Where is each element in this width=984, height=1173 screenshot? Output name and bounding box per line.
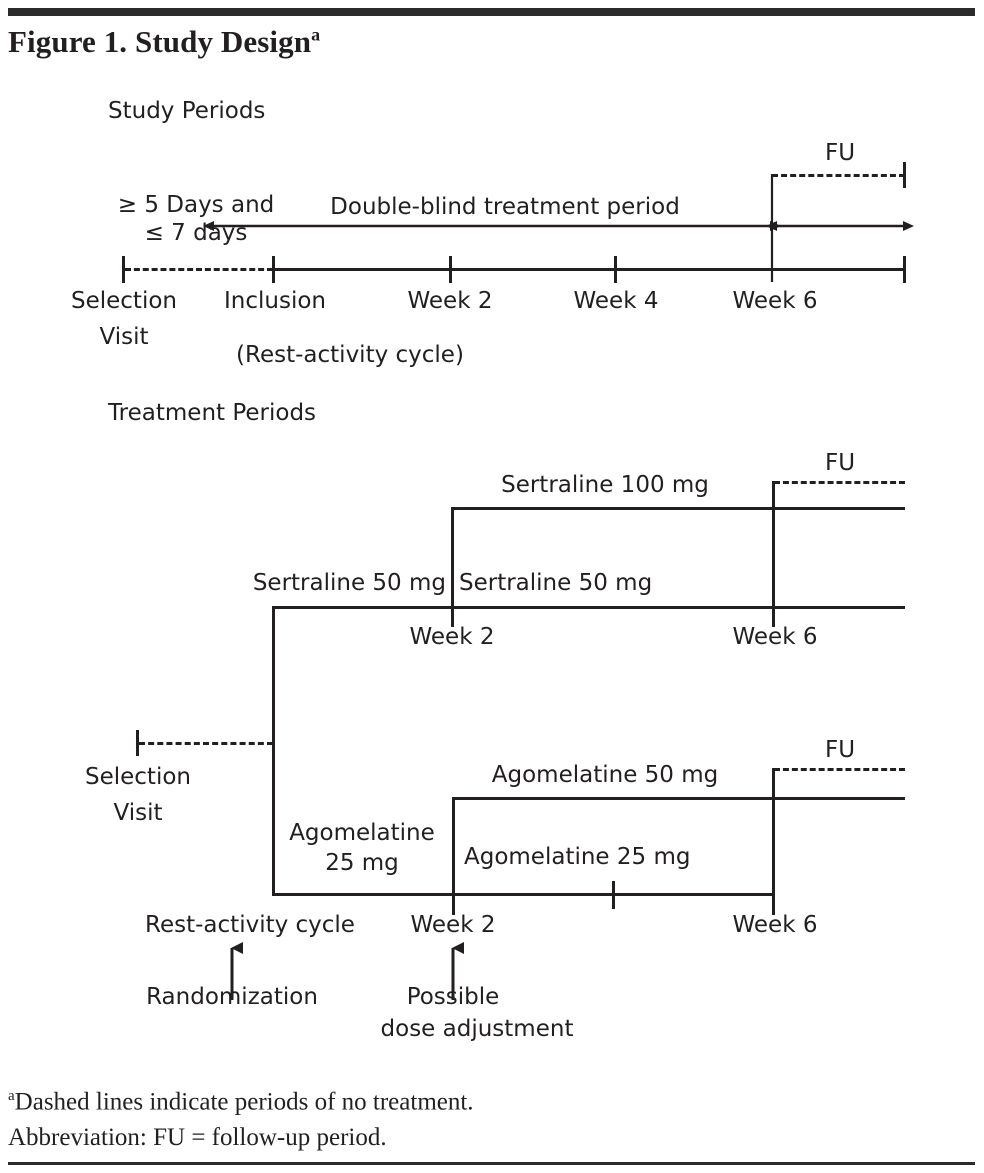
tick-week-4 — [614, 256, 617, 283]
sertraline-week2-label: Week 2 — [409, 624, 495, 650]
figure-title: Figure 1. Study Designa — [8, 24, 320, 60]
study-selection-dashed-segment — [125, 268, 273, 271]
agomelatine-25mg-pre-label-line2: 25 mg — [325, 850, 399, 876]
treatment-periods-heading: Treatment Periods — [108, 400, 317, 426]
agomelatine-25mg-post-label: Agomelatine 25 mg — [464, 844, 691, 870]
top-rule — [8, 8, 975, 16]
agomelatine-week6-label: Week 6 — [732, 912, 818, 938]
sertraline-100mg-line — [451, 507, 905, 510]
tick-week-2 — [449, 256, 452, 283]
agomelatine-week6-line — [772, 768, 775, 915]
label-selection-visit-line2: Visit — [99, 324, 149, 350]
footnote-text-2: Abbreviation: FU = follow-up period. — [8, 1124, 387, 1151]
agomelatine-week2-label: Week 2 — [410, 912, 496, 938]
duration-note-line1: ≥ 5 Days and — [117, 192, 275, 218]
annotation-possible-line1: Possible — [406, 984, 500, 1010]
agomelatine-50mg-label: Agomelatine 50 mg — [491, 762, 719, 788]
tick-inclusion — [272, 256, 275, 283]
label-week-2-study: Week 2 — [407, 288, 493, 314]
double-blind-period-label: Double-blind treatment period — [330, 194, 680, 220]
duration-note-line2: ≤ 7 days — [144, 220, 248, 246]
study-fu-end-tick — [903, 162, 906, 188]
study-fu-dashed-line — [772, 174, 905, 177]
agomelatine-selection-dashed-line — [139, 742, 273, 745]
figure-title-text: Figure 1. Study Design — [8, 24, 312, 59]
sertraline-50mg-pre-label: Sertraline 50 mg — [252, 570, 446, 596]
agomelatine-50mg-line — [452, 797, 905, 800]
annotation-possible-line2: dose adjustment — [380, 1016, 574, 1042]
sertraline-50mg-post-label: Sertraline 50 mg — [459, 570, 653, 596]
agomelatine-selection-tick — [136, 730, 139, 756]
label-selection-visit-line1: Selection — [71, 288, 177, 314]
rest-activity-cycle-note: (Rest-activity cycle) — [236, 342, 464, 368]
tick-timeline-end — [903, 256, 906, 283]
agomelatine-25mg-pre-label-line1: Agomelatine — [289, 820, 435, 846]
sertraline-left-riser — [272, 606, 275, 896]
tick-selection-visit — [122, 256, 125, 283]
agomelatine-fu-label: FU — [824, 737, 856, 763]
sertraline-100mg-label: Sertraline 100 mg — [501, 472, 709, 498]
footnote-marker: a — [8, 1088, 15, 1104]
agomelatine-fu-dashed-line — [774, 768, 905, 771]
sertraline-fu-label: FU — [824, 450, 856, 476]
agomelatine-week2-riser — [452, 797, 455, 915]
agomelatine-selection-label-line2: Visit — [113, 800, 163, 826]
label-week-6-study: Week 6 — [732, 288, 818, 314]
annotation-randomization: Randomization — [146, 984, 318, 1010]
figure-title-superscript: a — [311, 24, 321, 45]
sertraline-week6-line — [772, 481, 775, 627]
study-periods-heading: Study Periods — [108, 98, 266, 124]
annotation-rest-activity-cycle: Rest-activity cycle — [145, 912, 355, 938]
sertraline-week2-riser — [451, 507, 454, 627]
label-inclusion: Inclusion — [224, 288, 326, 314]
bottom-rule — [8, 1162, 975, 1165]
agomelatine-selection-label-line1: Selection — [85, 764, 191, 790]
sertraline-50mg-line — [272, 606, 905, 609]
agomelatine-25mg-line — [272, 893, 774, 896]
footnote-line-1: aDashed lines indicate periods of no tre… — [8, 1088, 474, 1116]
footnote-line-2: Abbreviation: FU = follow-up period. — [8, 1124, 387, 1152]
footnote-text-1: Dashed lines indicate periods of no trea… — [14, 1088, 474, 1116]
study-timeline-axis — [272, 268, 905, 271]
sertraline-fu-dashed-line — [774, 481, 905, 484]
sertraline-week6-label: Week 6 — [732, 624, 818, 650]
label-week-4-study: Week 4 — [573, 288, 659, 314]
study-fu-label: FU — [824, 140, 856, 166]
agomelatine-midpoint-tick — [612, 881, 615, 909]
